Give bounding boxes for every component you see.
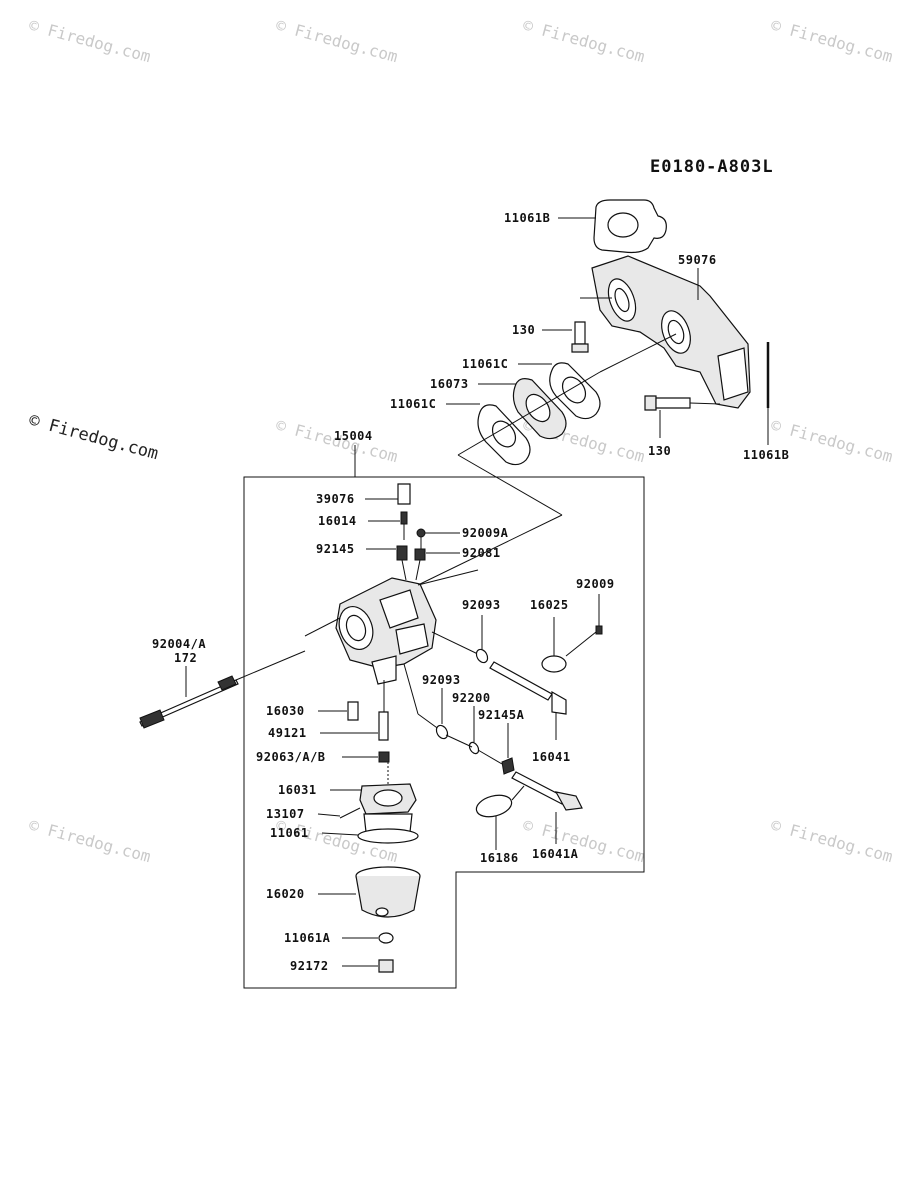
label-49121: 49121 [268, 726, 307, 740]
label-13107: 13107 [266, 807, 305, 821]
label-92004a: 92004/A [152, 637, 206, 651]
label-92093-lower: 92093 [422, 673, 461, 687]
label-16073: 16073 [430, 377, 469, 391]
part-labels: 11061B 59076 130 11061C 16073 11061C 130… [152, 211, 789, 973]
watermark: © Firedog.com [27, 816, 153, 867]
label-11061b-top: 11061B [504, 211, 550, 225]
gasket-11061b-top [593, 199, 667, 254]
part-16014 [400, 511, 408, 540]
diagram-code: E0180-A803L [650, 157, 774, 177]
intake-manifold-59076 [591, 255, 751, 409]
label-92145: 92145 [316, 542, 355, 556]
screw-92009a [416, 528, 426, 550]
screw-92004a [139, 675, 239, 729]
label-15004: 15004 [334, 429, 373, 443]
label-16041a: 16041A [532, 847, 579, 861]
label-92093-upper: 92093 [462, 598, 501, 612]
assembly-outline [243, 476, 645, 989]
label-11061a: 11061A [284, 931, 331, 945]
gasket-11061c-left [477, 404, 531, 466]
shaft-16041a [511, 771, 583, 811]
label-130-upper: 130 [512, 323, 535, 337]
label-59076: 59076 [678, 253, 717, 267]
seal-92093-lower [435, 724, 449, 740]
needle-13107 [339, 807, 361, 819]
watermark: © Firedog.com [27, 16, 153, 67]
spring-92081 [414, 548, 426, 561]
float-bowl-16020 [355, 866, 421, 918]
label-16025: 16025 [530, 598, 569, 612]
label-92081: 92081 [462, 546, 501, 560]
label-16020: 16020 [266, 887, 305, 901]
label-11061b-right: 11061B [743, 448, 789, 462]
label-92009: 92009 [576, 577, 615, 591]
washer-92200 [468, 741, 480, 755]
spring-92145a [501, 757, 515, 775]
label-39076: 39076 [316, 492, 355, 506]
label-130-right: 130 [648, 444, 671, 458]
bolt-92172 [378, 959, 394, 973]
watermark: © Firedog.com [769, 16, 895, 67]
label-16014: 16014 [318, 514, 357, 528]
carburetor-body [335, 577, 437, 685]
label-11061c-mid: 11061C [390, 397, 436, 411]
watermark: © Firedog.com [769, 816, 895, 867]
watermark: © Firedog.com [274, 16, 400, 67]
watermark-group: © Firedog.com © Firedog.com © Firedog.co… [27, 16, 895, 867]
label-172: 172 [174, 651, 197, 665]
label-11061: 11061 [270, 826, 309, 840]
watermark: © Firedog.com [521, 16, 647, 67]
plate-16186 [475, 794, 513, 818]
watermark-main: © Firedog.com [27, 411, 161, 465]
gasket-11061 [357, 828, 419, 844]
label-16031: 16031 [278, 783, 317, 797]
label-92009a: 92009A [462, 526, 509, 540]
label-16186: 16186 [480, 851, 519, 865]
seal-92093-upper [475, 648, 489, 664]
label-92145a: 92145A [478, 708, 525, 722]
bolt-130-right [644, 395, 721, 438]
shaft-16041 [489, 661, 567, 740]
label-11061c-top: 11061C [462, 357, 508, 371]
part-39076 [397, 483, 411, 505]
pipe-49121 [378, 711, 389, 741]
float-16031 [359, 783, 417, 815]
spring-92145 [396, 545, 408, 561]
label-16030: 16030 [266, 704, 305, 718]
gasket-11061a [378, 932, 394, 944]
plate-16025 [541, 655, 567, 673]
part-92063 [378, 751, 390, 763]
bolt-130-upper [571, 297, 612, 353]
label-92172: 92172 [290, 959, 329, 973]
screw-92009 [595, 625, 603, 635]
jet-16030 [347, 701, 359, 721]
label-92200: 92200 [452, 691, 491, 705]
label-92063ab: 92063/A/B [256, 750, 326, 764]
label-16041: 16041 [532, 750, 571, 764]
